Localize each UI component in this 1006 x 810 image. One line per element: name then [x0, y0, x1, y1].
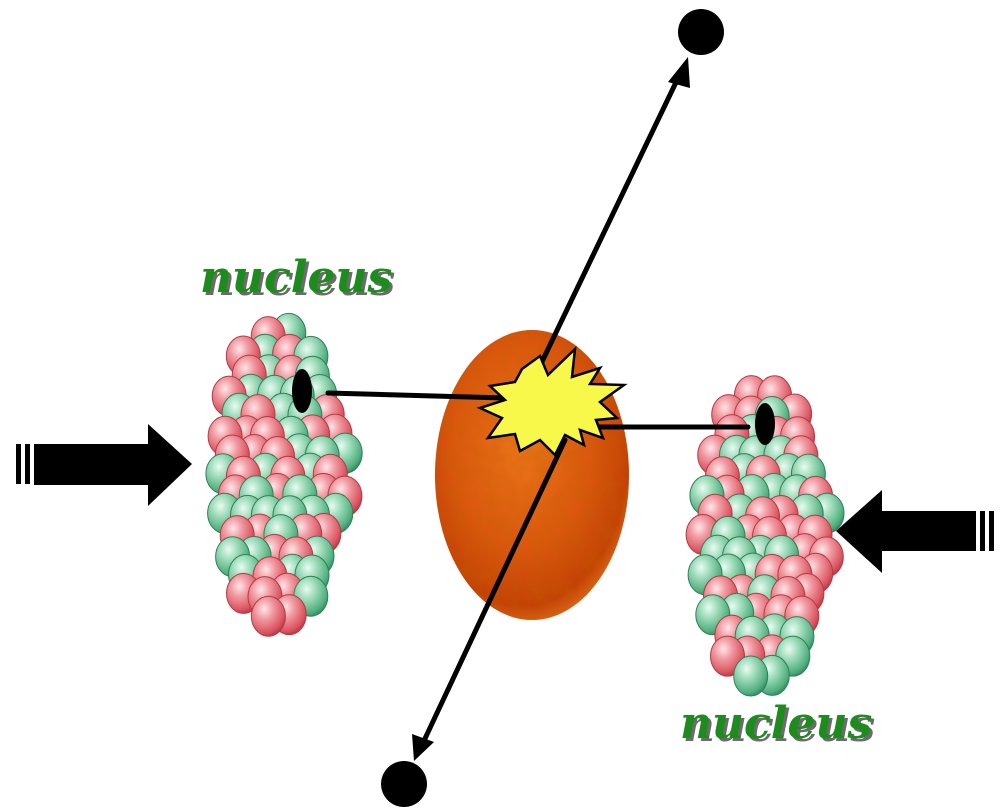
- nucleus-label-right: nucleus: [680, 698, 872, 749]
- right-parton-dot-icon: [755, 403, 775, 445]
- arrow-left-icon: [836, 490, 994, 573]
- nucleus-label-left: nucleus: [200, 252, 392, 303]
- upward-jet-line: [538, 74, 680, 370]
- left-parton-dot-icon: [292, 369, 312, 413]
- downward-arrowhead-icon: [412, 734, 434, 761]
- neutron-sphere: [734, 656, 768, 696]
- arrow-right-icon: [16, 424, 192, 506]
- top-particle-dot-icon: [678, 9, 724, 55]
- proton-sphere: [251, 596, 285, 636]
- bottom-particle-dot-icon: [381, 761, 427, 807]
- left-nucleus-cluster: [206, 313, 362, 636]
- upward-arrowhead-icon: [668, 57, 690, 88]
